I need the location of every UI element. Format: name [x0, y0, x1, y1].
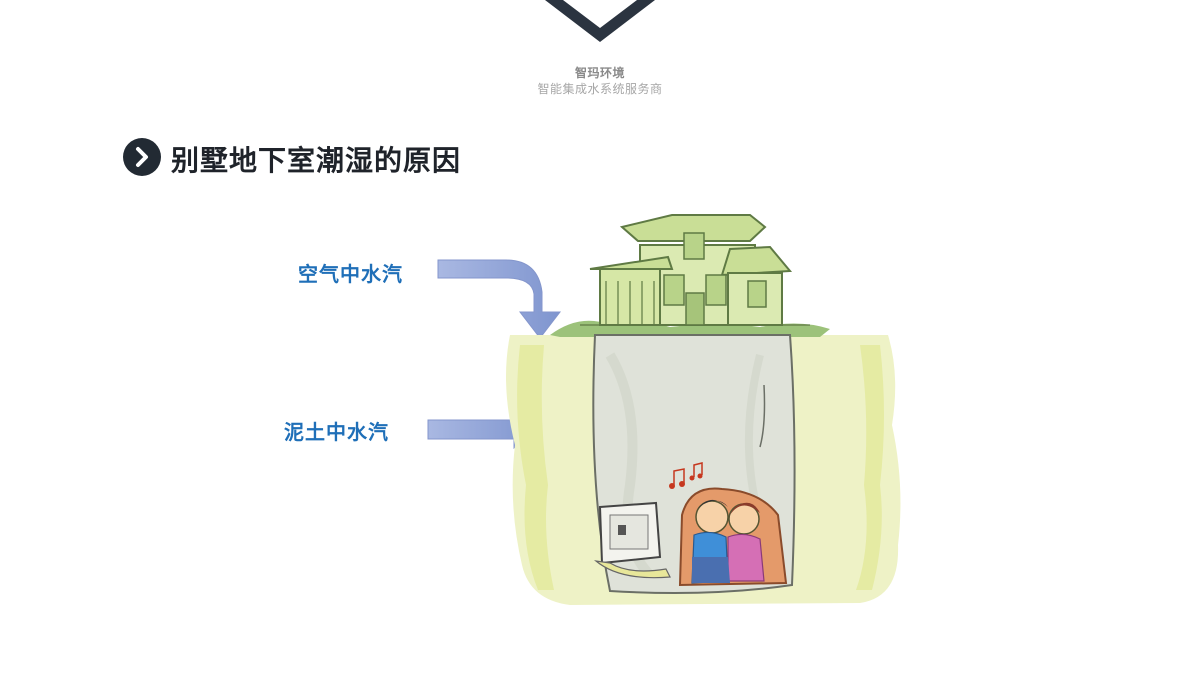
- chevron-right-icon: [123, 138, 161, 176]
- basement-illustration: [460, 185, 930, 615]
- label-air-moisture: 空气中水汽: [298, 258, 403, 287]
- chevron-down-icon: [545, 0, 655, 46]
- brand-tagline: 智能集成水系统服务商: [0, 80, 1200, 97]
- brand-name: 智玛环境: [0, 64, 1200, 81]
- title-bullet: [123, 138, 161, 176]
- label-soil-moisture: 泥土中水汽: [284, 416, 389, 445]
- page-title: 别墅地下室潮湿的原因: [171, 139, 461, 179]
